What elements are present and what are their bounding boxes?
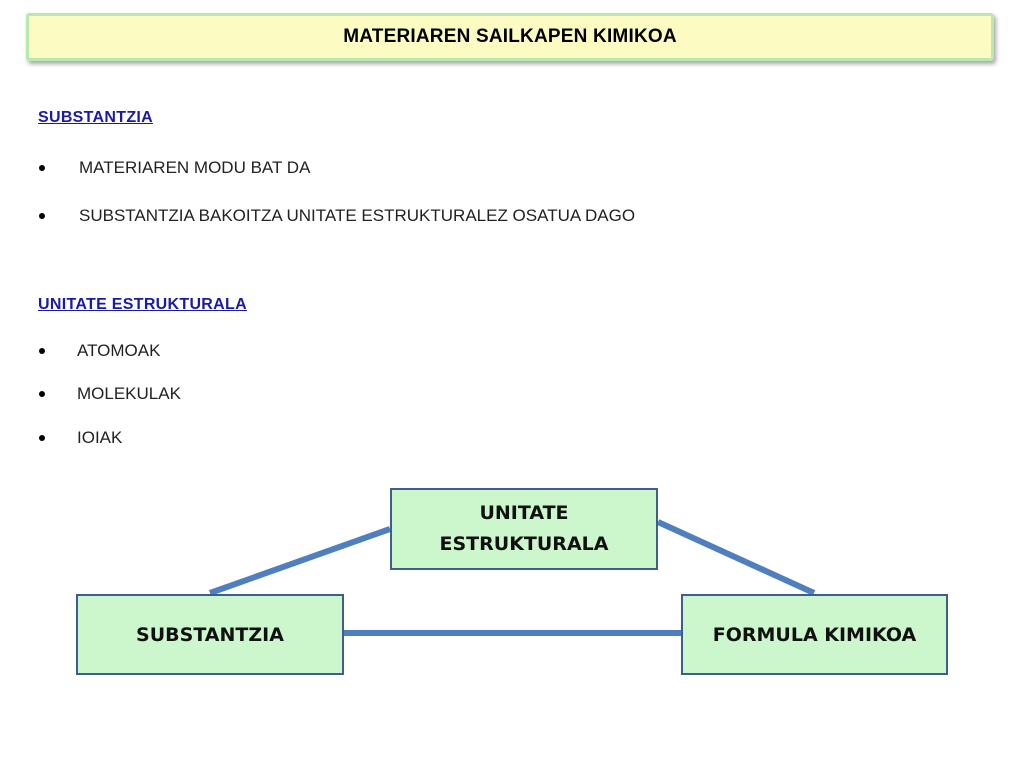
bullet-icon: [39, 391, 45, 397]
diagram-node-unitate-estrukturala: UNITATE ESTRUKTURALA: [390, 488, 658, 570]
slide-title: MATERIAREN SAILKAPEN KIMIKOA: [343, 26, 677, 47]
unitate-heading: UNITATE ESTRUKTURALA: [38, 296, 247, 313]
list-item: ATOMOAK: [36, 341, 160, 361]
bullet-icon: [39, 165, 45, 171]
bullet-text: MOLEKULAK: [77, 384, 181, 403]
bullet-text: IOIAK: [77, 428, 123, 447]
connector-top-right: [656, 519, 816, 596]
list-item: MATERIAREN MODU BAT DA: [36, 158, 310, 178]
bullet-icon: [39, 213, 45, 219]
diagram-node-substantzia: SUBSTANTZIA: [76, 594, 344, 675]
slide-title-bar: MATERIAREN SAILKAPEN KIMIKOA: [26, 13, 994, 61]
bullet-icon: [39, 348, 45, 354]
list-item: MOLEKULAK: [36, 384, 181, 404]
bullet-text: ATOMOAK: [77, 341, 161, 360]
bullet-icon: [39, 435, 45, 441]
diagram-node-formula-kimikoa: FORMULA KIMIKOA: [681, 594, 948, 675]
bullet-text: MATERIAREN MODU BAT DA: [79, 158, 311, 177]
node-label: FORMULA KIMIKOA: [712, 623, 917, 646]
connector-top-left: [208, 526, 392, 596]
list-item: IOIAK: [36, 428, 122, 448]
node-label: SUBSTANTZIA: [136, 623, 284, 646]
list-item: SUBSTANTZIA BAKOITZA UNITATE ESTRUKTURAL…: [36, 206, 635, 226]
node-label: UNITATE ESTRUKTURALA: [439, 502, 609, 555]
bullet-text: SUBSTANTZIA BAKOITZA UNITATE ESTRUKTURAL…: [79, 206, 636, 225]
substantzia-heading: SUBSTANTZIA: [38, 109, 153, 126]
